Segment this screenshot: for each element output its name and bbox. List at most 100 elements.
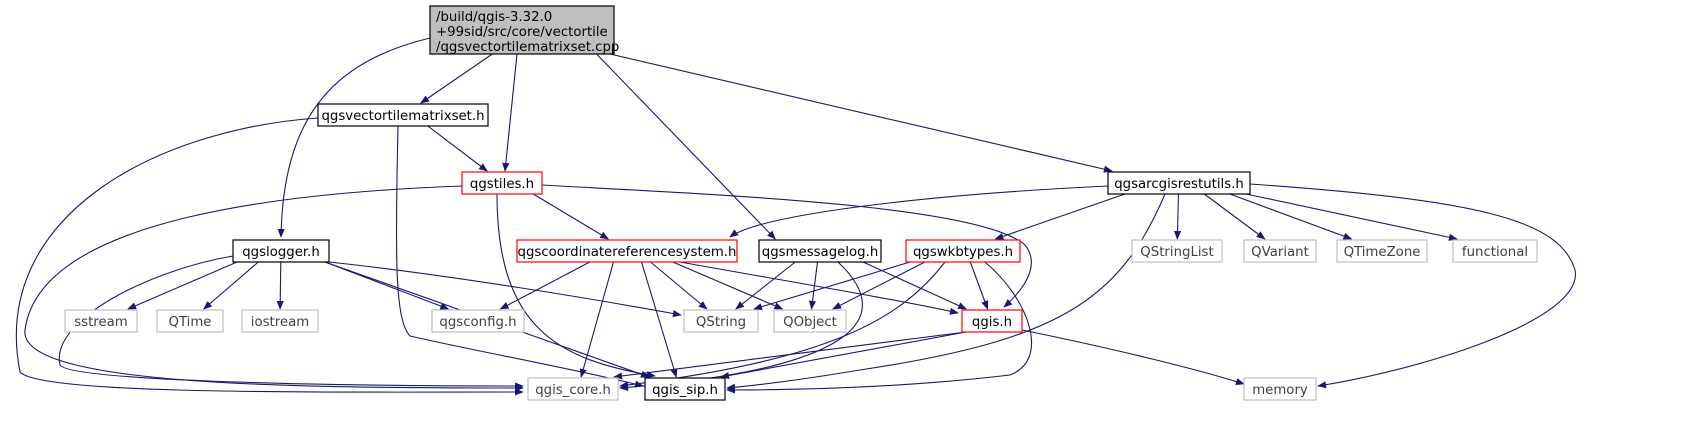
- node-qgsconfig-h[interactable]: qgsconfig.h: [431, 309, 525, 333]
- nodes-layer: /build/qgis-3.32.0+99sid/src/core/vector…: [64, 5, 1538, 401]
- node-label: QStringList: [1140, 245, 1213, 260]
- node-label: qgscoordinatereferencesystem.h: [518, 245, 737, 260]
- edge-root-to-qgstiles-h: [502, 53, 518, 172]
- edge-qgstiles-h-to-qgscrs-h: [533, 193, 610, 240]
- edge-qgstiles-h-to-qgis-core-h: [24, 185, 524, 392]
- node-box: [758, 239, 882, 263]
- edge-qgsvectortilematrixset-h-to-qgstiles-h: [427, 125, 488, 172]
- node-qtime[interactable]: QTime: [156, 309, 224, 333]
- node-label: qgswkbtypes.h: [913, 245, 1013, 260]
- edge-qgstiles-h-to-qgis-h: [541, 184, 1032, 308]
- node-memory[interactable]: memory: [1243, 377, 1317, 401]
- edge-root-to-qgsarcgisrestutils-h: [609, 53, 1113, 173]
- node-label: qgsarcgisrestutils.h: [1114, 177, 1244, 192]
- node-box: [232, 239, 330, 263]
- node-label: qgsconfig.h: [439, 315, 516, 330]
- node-label: QString: [696, 315, 746, 330]
- node-label: QTimeZone: [1344, 245, 1421, 260]
- edge-qgis-h-to-memory: [1021, 329, 1245, 385]
- node-qgis-sip-h[interactable]: qgis_sip.h: [644, 377, 726, 401]
- node-box: [683, 309, 759, 333]
- node-label: qgsmessagelog.h: [762, 245, 879, 260]
- node-qgis-core-h[interactable]: qgis_core.h: [527, 377, 619, 401]
- node-label: sstream: [74, 315, 128, 330]
- node-qstringlist[interactable]: QStringList: [1131, 239, 1223, 263]
- node-sstream[interactable]: sstream: [64, 309, 138, 333]
- node-label: qgis_core.h: [535, 383, 611, 398]
- node-qgsvectortilematrixset-h[interactable]: qgsvectortilematrixset.h: [317, 103, 489, 127]
- edge-qgslogger-h-to-qtime: [203, 261, 259, 310]
- node-qgsarcgisrestutils-h[interactable]: qgsarcgisrestutils.h: [1107, 171, 1251, 195]
- edge-qgis-h-to-qgis-core-h: [613, 331, 967, 380]
- edge-qgscrs-h-to-qobject: [672, 261, 784, 310]
- node-label: qgsvectortilematrixset.h: [321, 109, 484, 124]
- edge-qgsarcgisrestutils-h-to-qtimezone: [1229, 193, 1353, 240]
- node-label: qgis_sip.h: [652, 383, 718, 398]
- node-box: [431, 309, 525, 333]
- node-qgslogger-h[interactable]: qgslogger.h: [232, 239, 330, 263]
- node-box: [773, 309, 847, 333]
- edge-qgslogger-h-to-qstring: [328, 261, 682, 318]
- node-box: [429, 5, 615, 55]
- node-label: memory: [1252, 383, 1308, 398]
- node-box: [961, 309, 1023, 333]
- node-label: QTime: [168, 315, 211, 330]
- edge-qgscrs-h-to-qgis-h: [679, 261, 959, 315]
- node-box: [156, 309, 224, 333]
- edge-qgswkbtypes-h-to-qgis-h: [969, 261, 989, 310]
- edge-qgscrs-h-to-qgsconfig-h: [499, 261, 591, 310]
- edge-qgsarcgisrestutils-h-to-functional: [1245, 193, 1458, 241]
- edge-qgswkbtypes-h-to-qgis-sip-h: [726, 261, 1033, 394]
- edge-qgsarcgisrestutils-h-to-memory: [1249, 183, 1576, 389]
- edge-qgswkbtypes-h-to-qstring: [753, 261, 911, 311]
- node-label: /build/qgis-3.32.0: [436, 10, 552, 25]
- edge-qgscrs-h-to-qstring: [650, 261, 708, 310]
- node-qtimezone[interactable]: QTimeZone: [1336, 239, 1428, 263]
- node-label: qgstiles.h: [470, 177, 534, 192]
- node-box: [527, 377, 619, 401]
- edge-qgsarcgisrestutils-h-to-qstringlist: [1173, 193, 1182, 240]
- node-qgswkbtypes-h[interactable]: qgswkbtypes.h: [905, 239, 1021, 263]
- node-box: [516, 239, 738, 263]
- node-qvariant[interactable]: QVariant: [1243, 239, 1317, 263]
- node-box: [644, 377, 726, 401]
- node-qgis-h[interactable]: qgis.h: [961, 309, 1023, 333]
- edge-qgsmessagelog-h-to-qstring: [735, 261, 796, 310]
- node-label: iostream: [251, 315, 309, 330]
- node-qobject[interactable]: QObject: [773, 309, 847, 333]
- node-label: qgslogger.h: [242, 245, 320, 260]
- edge-qgsarcgisrestutils-h-to-qgscrs-h: [729, 185, 1109, 238]
- node-iostream[interactable]: iostream: [241, 309, 319, 333]
- edge-qgsmessagelog-h-to-qobject: [808, 261, 819, 310]
- edges-layer: [15, 37, 1576, 396]
- edge-qgsvectortilematrixset-h-to-qgis-core-h: [15, 117, 524, 396]
- node-label: QObject: [783, 315, 837, 330]
- node-label: QVariant: [1251, 245, 1309, 260]
- edge-qgswkbtypes-h-to-qobject: [832, 261, 926, 310]
- node-box: [317, 103, 489, 127]
- node-box: [905, 239, 1021, 263]
- node-box: [1452, 239, 1538, 263]
- node-box: [241, 309, 319, 333]
- node-box: [1131, 239, 1223, 263]
- edge-qgsmessagelog-h-to-qgis-h: [862, 261, 968, 310]
- edge-root-to-qgsmessagelog-h: [596, 53, 776, 240]
- node-qgsmessagelog-h[interactable]: qgsmessagelog.h: [758, 239, 882, 263]
- edge-qgsarcgisrestutils-h-to-qgswkbtypes-h: [994, 193, 1126, 240]
- edge-qgswkbtypes-h-to-qgis-core-h: [619, 261, 946, 389]
- edge-qgstiles-h-to-qgis-sip-h: [496, 193, 656, 379]
- node-qstring[interactable]: QString: [683, 309, 759, 333]
- node-label: qgis.h: [972, 315, 1012, 330]
- node-qgstiles-h[interactable]: qgstiles.h: [461, 171, 543, 195]
- node-box: [64, 309, 138, 333]
- node-root[interactable]: /build/qgis-3.32.0+99sid/src/core/vector…: [429, 5, 619, 55]
- node-qgscrs-h[interactable]: qgscoordinatereferencesystem.h: [516, 239, 738, 263]
- node-functional[interactable]: functional: [1452, 239, 1538, 263]
- node-box: [1336, 239, 1428, 263]
- edge-qgscrs-h-to-qgis-core-h: [579, 261, 615, 378]
- node-box: [1243, 377, 1317, 401]
- edge-qgsvectortilematrixset-h-to-qgis-sip-h: [395, 125, 644, 388]
- edge-qgis-h-to-qgis-sip-h: [720, 331, 967, 380]
- edge-qgsarcgisrestutils-h-to-qvariant: [1203, 193, 1266, 240]
